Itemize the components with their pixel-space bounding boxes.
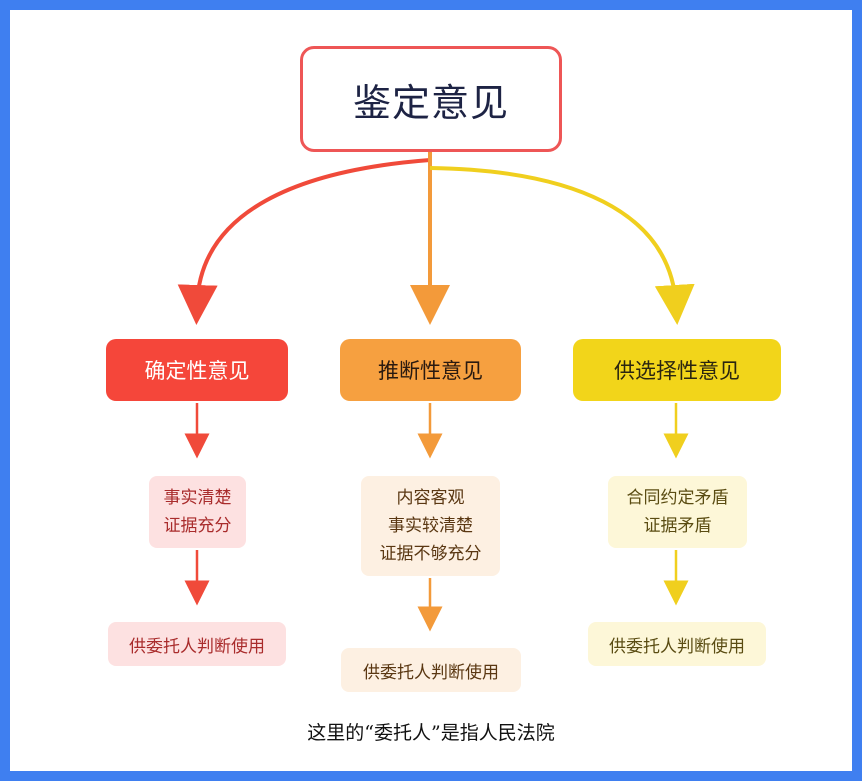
caption: 这里的“委托人”是指人民法院 xyxy=(307,722,555,744)
condition-line: 内容客观 xyxy=(396,488,465,508)
root-label: 鉴定意见 xyxy=(352,80,509,125)
conditions-optional: 合同约定矛盾 证据矛盾 xyxy=(608,476,747,548)
usage-optional: 供委托人判断使用 xyxy=(588,622,766,666)
condition-line: 事实较清楚 xyxy=(388,516,473,536)
condition-line: 证据不够充分 xyxy=(379,544,482,564)
category-optional: 供选择性意见 xyxy=(573,339,781,401)
condition-line: 合同约定矛盾 xyxy=(626,488,729,508)
root-node: 鉴定意见 xyxy=(300,46,562,152)
condition-line: 证据充分 xyxy=(163,516,232,536)
category-inferential-label: 推断性意见 xyxy=(378,359,483,383)
usage-inferential: 供委托人判断使用 xyxy=(341,648,521,692)
conditions-inferential: 内容客观 事实较清楚 证据不够充分 xyxy=(361,476,500,576)
arrow-root-to-optional xyxy=(429,166,695,325)
usage-definite: 供委托人判断使用 xyxy=(108,622,286,666)
category-optional-label: 供选择性意见 xyxy=(614,359,740,383)
usage-inferential-label: 供委托人判断使用 xyxy=(363,662,499,683)
usage-optional-label: 供委托人判断使用 xyxy=(609,636,745,657)
condition-line: 证据矛盾 xyxy=(643,516,712,536)
condition-line: 事实清楚 xyxy=(163,488,232,508)
arrow-root-to-definite xyxy=(177,158,431,325)
category-definite-label: 确定性意见 xyxy=(144,359,250,383)
conditions-definite: 事实清楚 证据充分 xyxy=(149,476,246,548)
usage-definite-label: 供委托人判断使用 xyxy=(129,636,265,657)
category-definite: 确定性意见 xyxy=(106,339,288,401)
category-inferential: 推断性意见 xyxy=(340,339,521,401)
